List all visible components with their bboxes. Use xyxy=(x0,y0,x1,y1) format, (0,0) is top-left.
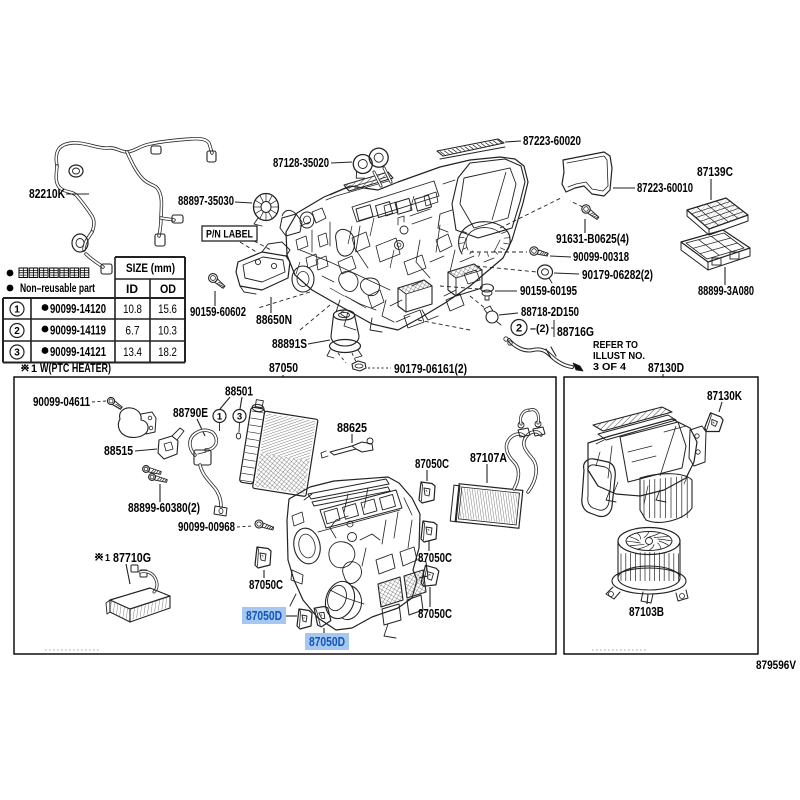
svg-text:88716G: 88716G xyxy=(557,324,594,339)
svg-text:88515: 88515 xyxy=(104,443,133,458)
svg-text:Non–reusable part: Non–reusable part xyxy=(20,281,95,295)
svg-text:87050D: 87050D xyxy=(246,608,282,623)
svg-text:90099-14120: 90099-14120 xyxy=(50,302,106,316)
svg-text:OD: OD xyxy=(160,282,176,296)
svg-text:90099-14119: 90099-14119 xyxy=(50,324,106,338)
svg-text:87128-35020: 87128-35020 xyxy=(273,155,329,170)
svg-text:2: 2 xyxy=(516,322,522,334)
svg-text:87223-60020: 87223-60020 xyxy=(523,133,581,148)
svg-text:88899-60380(2): 88899-60380(2) xyxy=(128,500,200,515)
svg-text:2: 2 xyxy=(14,326,20,337)
svg-text:90179-06282(2): 90179-06282(2) xyxy=(582,267,653,282)
svg-text:82210K: 82210K xyxy=(29,186,65,201)
svg-text:87130K: 87130K xyxy=(707,388,742,403)
svg-text:1: 1 xyxy=(217,411,223,422)
svg-text:3: 3 xyxy=(14,348,20,359)
svg-text:87050C: 87050C xyxy=(418,606,452,621)
svg-text:87130D: 87130D xyxy=(648,360,684,375)
svg-text:10.8: 10.8 xyxy=(123,304,142,316)
svg-text:3 OF 4: 3 OF 4 xyxy=(593,361,626,373)
svg-text:1: 1 xyxy=(31,363,37,375)
svg-text:90099-00968: 90099-00968 xyxy=(178,519,235,534)
svg-text:87050C: 87050C xyxy=(418,550,452,565)
svg-text:87050: 87050 xyxy=(269,360,298,375)
svg-text:87223-60010: 87223-60010 xyxy=(637,180,693,195)
svg-text:REFER TO: REFER TO xyxy=(593,339,638,351)
svg-text:90159-60195: 90159-60195 xyxy=(520,283,577,298)
svg-text:ID: ID xyxy=(126,282,138,296)
svg-text:87050C: 87050C xyxy=(415,456,449,471)
svg-text:–(2): –(2) xyxy=(530,323,549,335)
svg-text:88897-35030: 88897-35030 xyxy=(178,193,234,208)
svg-text:88790E: 88790E xyxy=(173,405,208,420)
svg-text:P/N LABEL: P/N LABEL xyxy=(206,229,253,241)
svg-text:90179-06161(2): 90179-06161(2) xyxy=(394,361,467,376)
svg-text:90099-04611: 90099-04611 xyxy=(33,394,90,409)
svg-text:1: 1 xyxy=(105,553,110,564)
svg-text:ILLUST NO.: ILLUST NO. xyxy=(593,350,645,362)
svg-text:87050C: 87050C xyxy=(249,577,283,592)
svg-text:90099-00318: 90099-00318 xyxy=(573,249,629,264)
svg-text:88650N: 88650N xyxy=(256,312,292,327)
svg-text:1: 1 xyxy=(14,305,20,316)
svg-text:18.2: 18.2 xyxy=(158,347,177,359)
svg-text:13.4: 13.4 xyxy=(123,347,142,359)
svg-text:10.3: 10.3 xyxy=(158,326,177,338)
svg-text:90159-60602: 90159-60602 xyxy=(190,304,246,319)
svg-text:88501: 88501 xyxy=(225,384,253,399)
svg-text:W(PTC HEATER): W(PTC HEATER) xyxy=(40,361,111,375)
svg-text:88891S: 88891S xyxy=(272,336,307,351)
svg-text:87103B: 87103B xyxy=(629,604,664,619)
svg-text:87710G: 87710G xyxy=(113,550,151,565)
svg-text:88899-3A080: 88899-3A080 xyxy=(698,283,754,298)
svg-text:88718-2D150: 88718-2D150 xyxy=(521,304,579,319)
svg-text:90099-14121: 90099-14121 xyxy=(50,345,106,359)
svg-text:88625: 88625 xyxy=(337,420,367,435)
svg-text:87050D: 87050D xyxy=(309,634,345,649)
svg-text:6.7: 6.7 xyxy=(125,326,139,338)
svg-text:91631-B0625(4): 91631-B0625(4) xyxy=(556,231,629,246)
svg-text:87107A: 87107A xyxy=(470,450,507,465)
svg-text:15.6: 15.6 xyxy=(158,304,177,316)
svg-text:87139C: 87139C xyxy=(697,164,733,179)
svg-text:3: 3 xyxy=(237,411,242,422)
svg-text:SIZE (mm): SIZE (mm) xyxy=(126,261,175,275)
svg-text:879596V: 879596V xyxy=(756,660,796,672)
